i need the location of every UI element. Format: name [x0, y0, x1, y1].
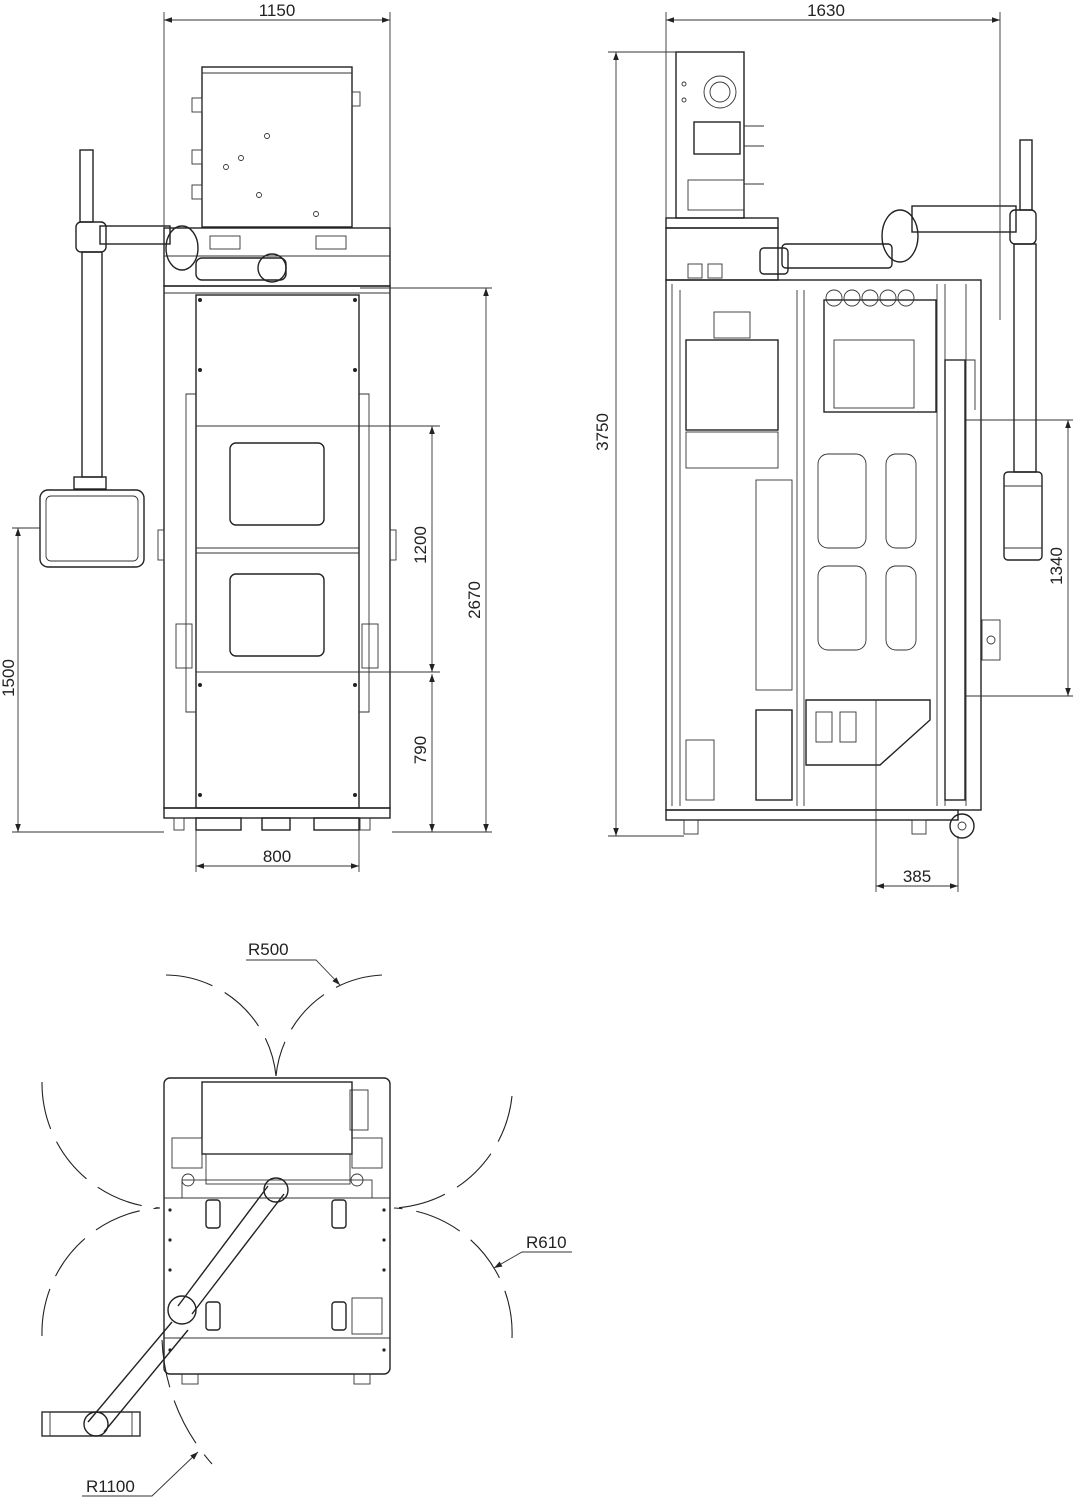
front-view — [39, 66, 397, 831]
front-dimensions: 1150 2670 1200 790 1500 800 — [0, 1, 492, 872]
dim-side-depth: 1630 — [807, 1, 845, 20]
dim-radius-top: R500 — [248, 940, 289, 959]
side-view — [665, 51, 1043, 839]
top-dimensions: R500 R610 R1100 — [82, 940, 572, 1497]
dim-door-height: 1200 — [411, 526, 430, 564]
dim-side-offset: 385 — [903, 867, 931, 886]
dim-side-arm-height: 1340 — [1047, 547, 1066, 585]
dim-radius-side: R610 — [526, 1233, 567, 1252]
top-view — [41, 974, 513, 1465]
dim-pendant-height: 1500 — [0, 659, 18, 697]
dim-radius-arm: R1100 — [86, 1477, 135, 1496]
dim-cabinet-height: 2670 — [465, 581, 484, 619]
dim-front-width: 1150 — [259, 1, 296, 20]
side-dimensions: 1630 3750 1340 385 — [593, 1, 1073, 892]
dim-base-width: 800 — [263, 847, 291, 866]
dim-total-height: 3750 — [593, 413, 612, 451]
dim-door-base-height: 790 — [411, 736, 430, 764]
